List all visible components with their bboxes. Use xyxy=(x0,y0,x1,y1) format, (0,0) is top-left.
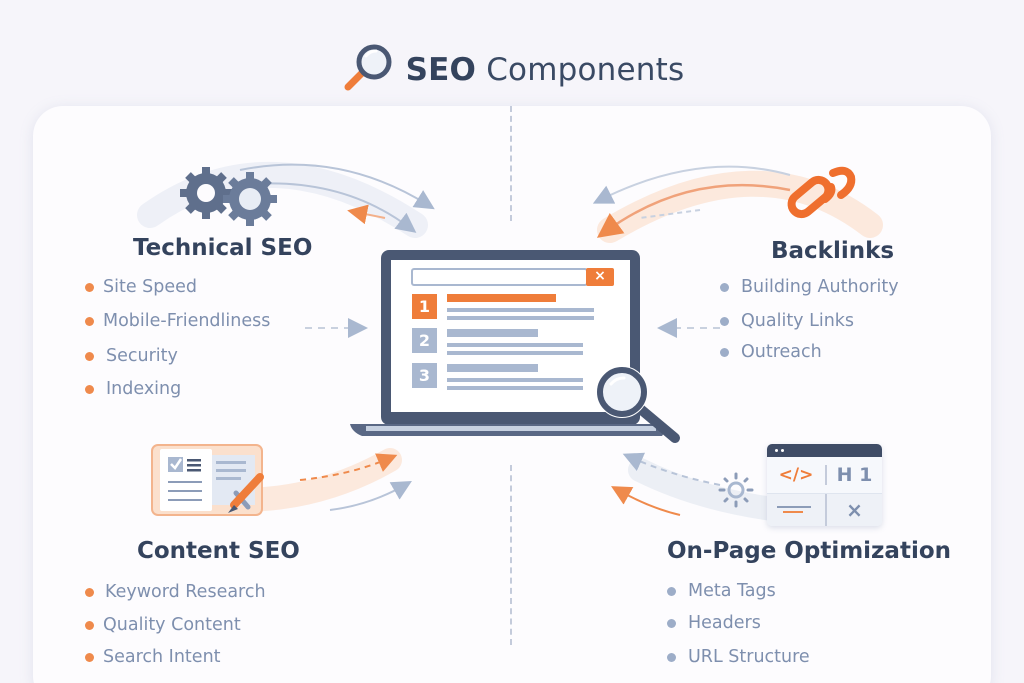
bullet-icon xyxy=(667,618,676,628)
list-item: Site Speed xyxy=(85,277,197,297)
search-clear-button: × xyxy=(594,268,606,284)
divider-bottom xyxy=(510,465,512,645)
list-item: Meta Tags xyxy=(667,581,776,601)
list-item: Security xyxy=(85,346,178,366)
bullet-icon xyxy=(85,316,94,326)
bullet-icon xyxy=(85,282,94,292)
laptop-illustration: × 1 2 3 xyxy=(350,250,690,450)
list-item: Quality Content xyxy=(85,615,241,635)
gears-icon xyxy=(178,165,283,231)
rank-1-label: 1 xyxy=(418,297,431,316)
bullet-icon xyxy=(85,587,94,597)
bullet-icon xyxy=(720,282,729,292)
list-item: Outreach xyxy=(720,342,822,362)
section-title: On-Page Optimization xyxy=(667,538,952,564)
section-title: Backlinks xyxy=(771,238,895,264)
bullet-icon xyxy=(720,316,729,326)
list-item: Keyword Research xyxy=(85,582,266,602)
list-item: Search Intent xyxy=(85,647,221,667)
bullet-icon xyxy=(667,586,676,596)
document-pencil-icon xyxy=(150,443,270,522)
rank-3-label: 3 xyxy=(418,366,431,385)
bullet-icon xyxy=(85,652,94,662)
section-title: Technical SEO xyxy=(133,235,313,261)
list-item: Quality Links xyxy=(720,311,854,331)
title-text: SEO Components xyxy=(405,52,685,88)
bullet-icon xyxy=(85,620,94,630)
bullet-icon xyxy=(720,347,729,357)
section-title: Content SEO xyxy=(137,538,300,564)
list-item: Building Authority xyxy=(720,277,899,297)
rank-2-label: 2 xyxy=(418,331,431,350)
close-icon: × xyxy=(846,498,863,522)
list-item: Mobile-Friendliness xyxy=(85,311,270,331)
code-window-icon: </> H 1 × xyxy=(767,444,882,526)
magnifier-icon xyxy=(340,42,396,98)
divider-top xyxy=(510,106,512,221)
h1-glyph: H 1 xyxy=(836,464,873,486)
bullet-icon xyxy=(667,652,676,662)
page-title: SEO Components xyxy=(0,42,1024,98)
code-glyph: </> xyxy=(767,465,827,485)
list-item: Indexing xyxy=(85,379,181,399)
text-lines-icon xyxy=(767,494,827,526)
list-item: Headers xyxy=(667,613,761,633)
bullet-icon xyxy=(85,384,94,394)
list-item: URL Structure xyxy=(667,647,810,667)
bullet-icon xyxy=(85,351,94,361)
sun-gear-icon xyxy=(718,472,754,512)
chain-link-icon xyxy=(785,163,865,229)
